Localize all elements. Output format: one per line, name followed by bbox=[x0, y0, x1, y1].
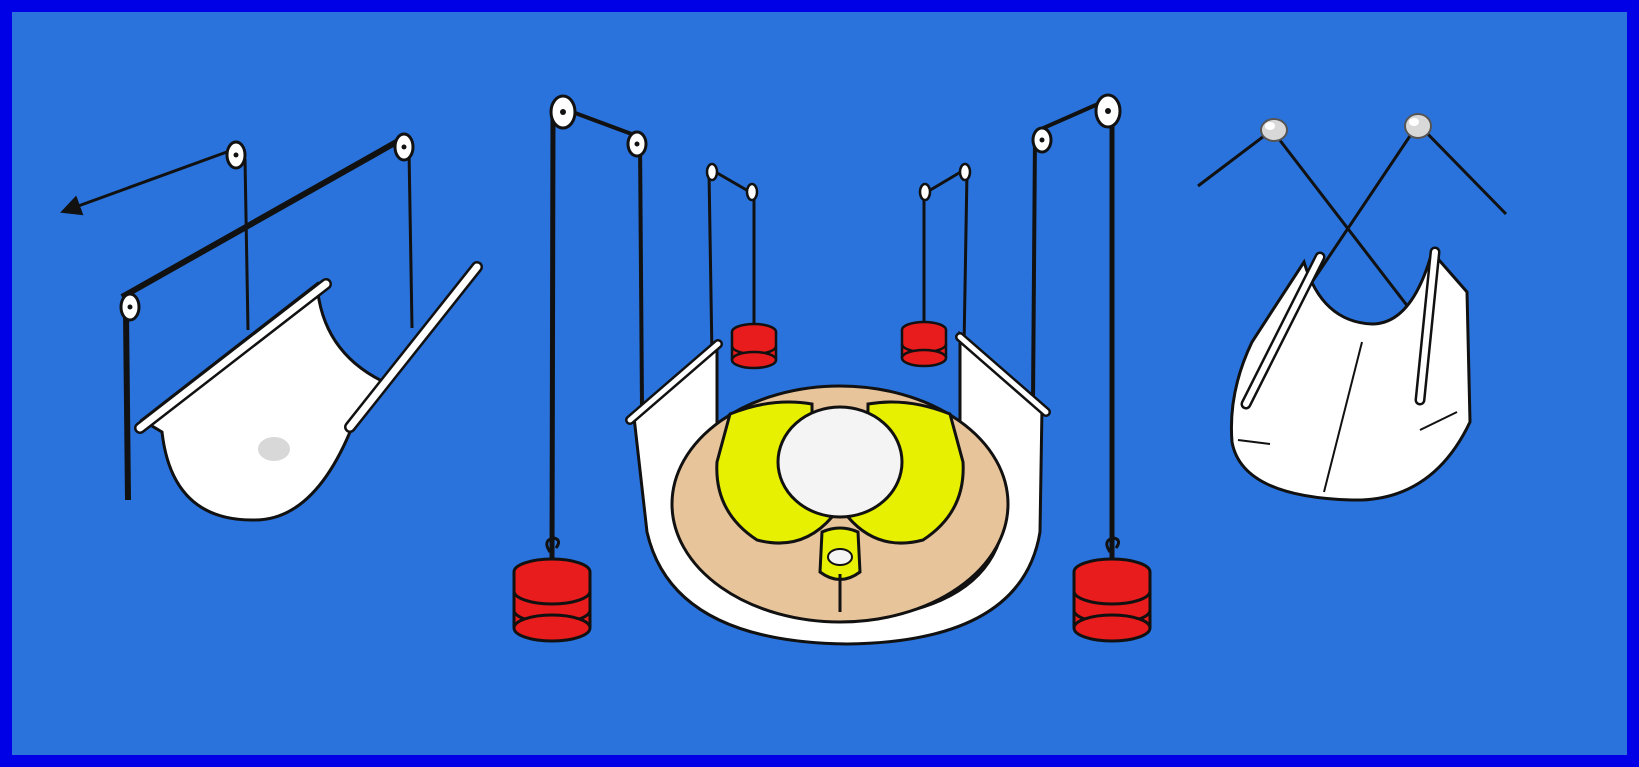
pulley-icon bbox=[707, 164, 717, 180]
sling-perspective-view bbox=[70, 134, 477, 520]
arrow-icon bbox=[70, 149, 235, 209]
sling-shadow bbox=[258, 437, 290, 461]
pulley-icon bbox=[920, 184, 930, 200]
cord bbox=[1418, 124, 1506, 214]
pulley-icon bbox=[395, 134, 413, 160]
traction-cord bbox=[927, 170, 964, 192]
weight-icon bbox=[732, 324, 776, 368]
sling-cross-section-view bbox=[514, 95, 1150, 644]
traction-cord bbox=[1033, 136, 1035, 402]
pulley-icon bbox=[747, 184, 757, 200]
pulley-icon bbox=[1405, 114, 1431, 138]
torso-cross-section bbox=[672, 386, 1008, 622]
pulley-icon bbox=[121, 294, 139, 320]
traction-cord bbox=[964, 172, 967, 347]
pulley-icon bbox=[628, 132, 646, 156]
pulley-icon bbox=[1096, 95, 1120, 127]
rod bbox=[350, 267, 477, 427]
traction-cord bbox=[1039, 104, 1098, 130]
cord bbox=[1198, 130, 1272, 186]
traction-cord bbox=[552, 112, 553, 562]
weight-icon bbox=[902, 322, 946, 366]
pulley-icon bbox=[1033, 128, 1051, 152]
pulley-icon bbox=[227, 142, 245, 168]
traction-sling-diagram bbox=[12, 12, 1627, 755]
traction-cord bbox=[709, 172, 712, 357]
traction-cord bbox=[409, 150, 412, 328]
crossed-sling-view bbox=[1198, 114, 1506, 500]
pulley-icon bbox=[960, 164, 970, 180]
heart bbox=[778, 407, 902, 517]
traction-cord bbox=[245, 159, 248, 330]
pulley-icon bbox=[1261, 119, 1287, 141]
traction-cord bbox=[126, 312, 128, 500]
pulley-icon bbox=[551, 96, 575, 128]
traction-cord bbox=[122, 140, 400, 297]
traction-cord bbox=[640, 140, 642, 407]
